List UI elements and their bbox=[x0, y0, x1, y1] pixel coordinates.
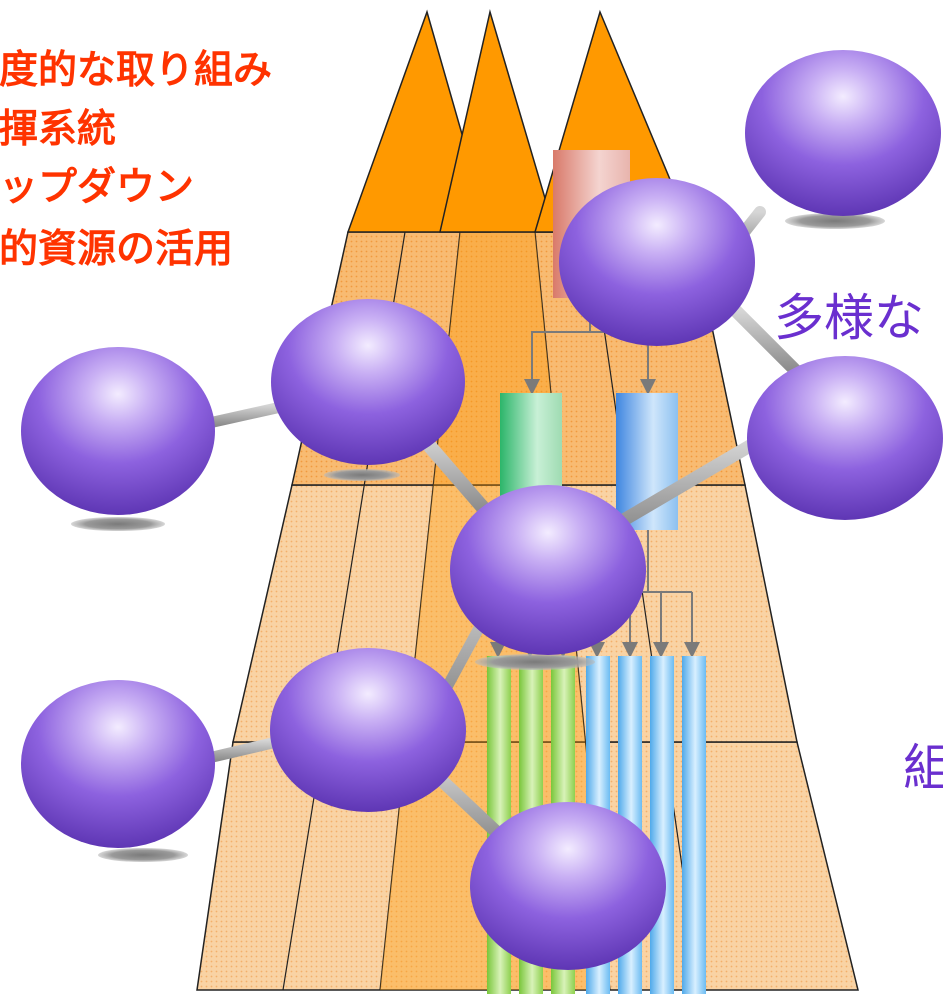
node-bottom bbox=[470, 802, 666, 970]
bar-blue-3 bbox=[650, 656, 674, 994]
node-center-lower bbox=[270, 648, 466, 812]
node-top-right bbox=[745, 50, 941, 216]
node-center-upper bbox=[271, 299, 465, 465]
left-text-list: 制度的な取り組み 指揮系統 トップダウン 公的資源の活用 bbox=[0, 48, 272, 272]
node-left-lower bbox=[21, 680, 215, 848]
list-item-2: 指揮系統 bbox=[0, 107, 116, 152]
node-top-center bbox=[559, 178, 755, 346]
node-shadows bbox=[71, 213, 885, 862]
right-label-bottom: 組 bbox=[903, 739, 943, 797]
list-item-3: トップダウン bbox=[0, 165, 194, 210]
pyramid-peak-middle bbox=[439, 9, 557, 233]
node-mid-right bbox=[747, 356, 943, 520]
right-label-top: 多様な bbox=[774, 289, 924, 347]
list-item-4: 公的資源の活用 bbox=[0, 227, 233, 272]
bar-blue-4 bbox=[682, 656, 706, 994]
network-nodes bbox=[21, 50, 943, 970]
list-item-1: 制度的な取り組み bbox=[0, 48, 272, 93]
node-center bbox=[450, 485, 646, 655]
node-left-upper bbox=[21, 347, 215, 515]
